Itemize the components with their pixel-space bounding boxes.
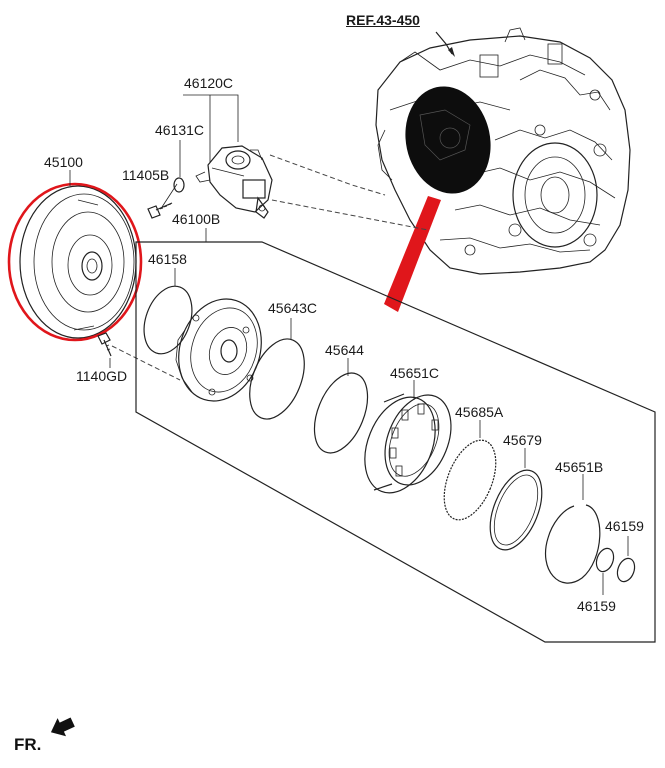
part-label-46131C: 46131C [155, 122, 205, 138]
ring-45644 [313, 372, 369, 454]
part-label-46158: 46158 [148, 251, 187, 267]
o-ring-46159-b [616, 557, 636, 583]
transmission-assembly [375, 27, 631, 312]
part-label-46159-bottom: 46159 [577, 598, 616, 614]
bolt-11405B [147, 202, 173, 219]
part-label-45685A: 45685A [455, 404, 504, 420]
ring-45685A [443, 439, 497, 521]
highlight-ring [7, 182, 143, 342]
reference-label: REF.43-450 [346, 12, 420, 28]
part-label-45651C: 45651C [390, 365, 440, 381]
part-label-46100B: 46100B [172, 211, 221, 227]
part-label-45100: 45100 [44, 154, 83, 170]
front-marker-label: FR. [14, 735, 42, 754]
o-ring-46131C [173, 177, 185, 193]
part-label-11405B: 11405B [122, 167, 170, 183]
solenoid-valve-46120C [195, 145, 273, 219]
o-ring-46158 [143, 285, 193, 355]
part-label-46120C: 46120C [184, 75, 234, 91]
part-label-1140GD: 1140GD [76, 368, 128, 384]
part-label-45651B: 45651B [555, 459, 604, 475]
ring-45643C [249, 338, 305, 420]
part-label-45679: 45679 [503, 432, 542, 448]
part-label-45644: 45644 [325, 342, 364, 358]
part-label-45643C: 45643C [268, 300, 318, 316]
part-label-46159-top: 46159 [605, 518, 644, 534]
bolt-1140GD [97, 332, 112, 357]
drum-45651C [364, 393, 452, 494]
subassembly-frame-46100B [135, 241, 656, 643]
front-arrow-icon [50, 717, 75, 737]
oil-pump-housing [175, 298, 262, 402]
snap-ring-45651B [544, 504, 601, 584]
torque-converter-45100 [7, 182, 143, 342]
ring-45679 [489, 469, 543, 551]
o-ring-46159-a [595, 547, 615, 573]
